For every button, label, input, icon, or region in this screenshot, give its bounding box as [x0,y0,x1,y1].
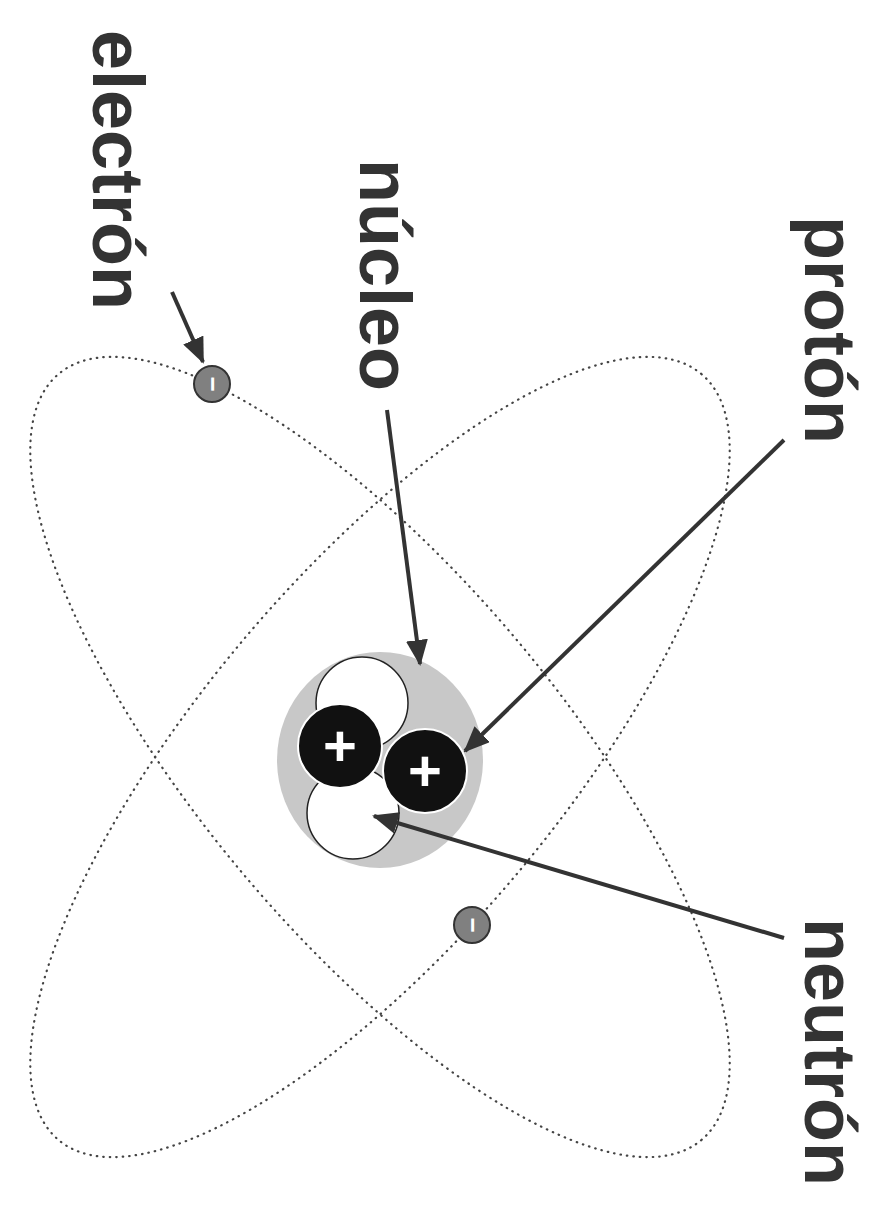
charge-sign: + [408,742,442,800]
nucleus-disc [277,652,483,868]
leader-arrow [172,292,203,362]
orbit-ellipse [0,258,839,1215]
part-label: neutrón [794,918,866,1186]
electron-circle [454,907,490,943]
leader-arrow [465,440,784,751]
leader-arrow [374,816,784,938]
orbits [0,258,839,1215]
part-label: electrón [82,30,154,310]
charge-sign: − [459,917,485,932]
leader-lines [172,292,784,938]
proton-circle [298,704,382,788]
leader-arrow [387,410,420,664]
orbit-ellipse [0,258,839,1215]
part-label: protón [794,216,866,444]
electron-circle [194,366,230,402]
charge-sign: + [323,717,357,775]
part-label: núcleo [349,159,421,391]
charge-sign: − [199,376,225,391]
proton-circle [383,729,467,813]
